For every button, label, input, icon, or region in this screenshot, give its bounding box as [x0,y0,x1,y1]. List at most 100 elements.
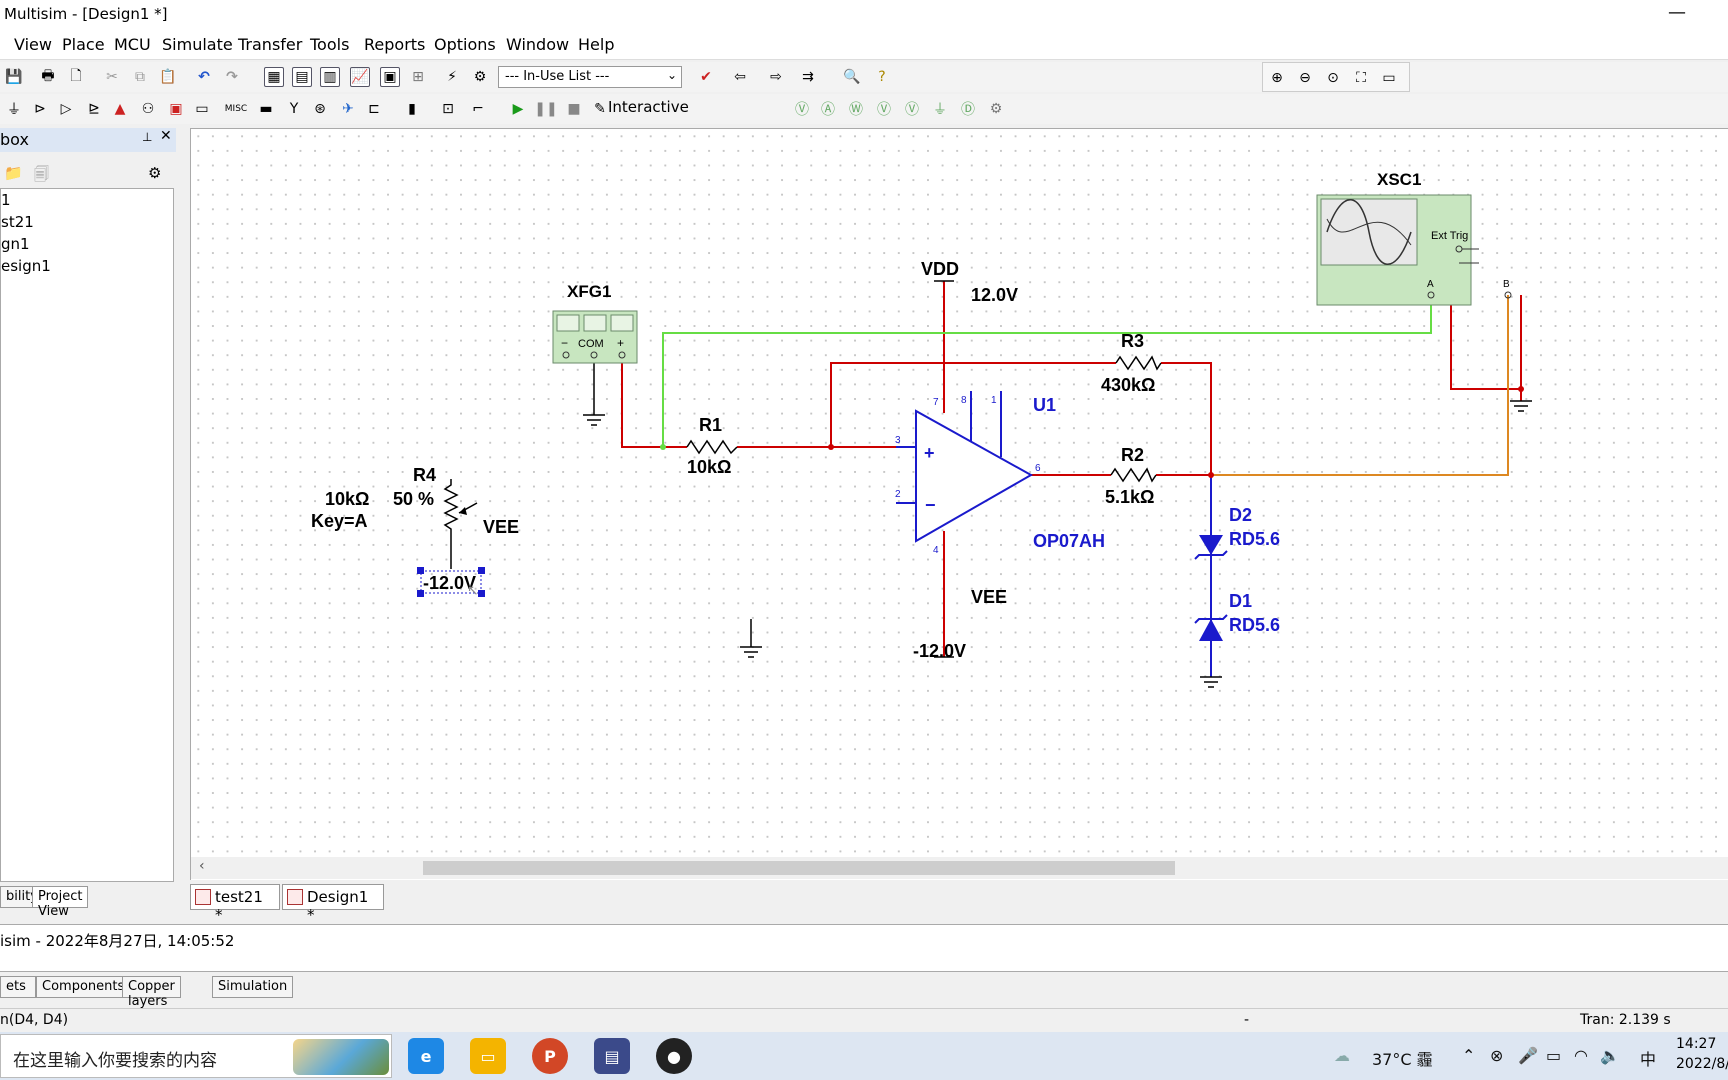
save-icon[interactable]: 💾 [5,69,23,85]
tree-item[interactable]: esign1 [1,257,51,275]
resistor-r2-symbol[interactable] [1110,467,1157,483]
probe-settings-icon[interactable]: ⚙ [989,101,1003,117]
zoom-out-icon[interactable]: ⊖ [1299,70,1311,86]
zoom-in-icon[interactable]: ⊕ [1271,70,1283,86]
powerpoint-icon[interactable]: P [532,1038,568,1074]
digital-probe-icon[interactable]: Ⓓ [961,102,975,118]
grapher-icon[interactable]: 📈 [350,67,370,87]
mcu-icon[interactable]: ✈ [342,101,354,117]
transfer-icon[interactable]: ⇉ [802,69,814,85]
voltage-current-probe-icon[interactable]: Ⓥ [905,102,919,118]
cut-icon[interactable]: ✂ [106,69,118,85]
interactive-mode-label[interactable]: Interactive [608,98,689,116]
menu-simulate[interactable]: Simulate [162,35,233,54]
menu-reports[interactable]: Reports [364,35,426,54]
tree-item[interactable]: gn1 [1,235,30,253]
back-annotate-icon[interactable]: ⇦ [734,69,746,85]
voltage-probe-icon[interactable]: Ⓥ [795,102,809,118]
menu-tools[interactable]: Tools [310,35,350,54]
power-probe-icon[interactable]: Ⓦ [849,102,863,118]
rf-icon[interactable]: Y [289,101,299,117]
menu-window[interactable]: Window [506,35,570,54]
misc-icon[interactable]: MISC [224,104,248,114]
mixed-icon[interactable]: ▭ [195,101,209,117]
database-manager-icon[interactable]: ⚙ [473,69,487,85]
tab-test21[interactable]: test21 * [190,884,280,924]
current-probe-icon[interactable]: Ⓐ [821,102,835,118]
tab-design1[interactable]: Design1 * [282,884,384,924]
hierarchy-icon[interactable]: ⊞ [412,69,424,85]
opamp-symbol[interactable] [915,409,1034,543]
toolbox-options-icon[interactable]: ⚙ [148,164,162,182]
stop-icon[interactable]: ■ [567,101,581,117]
pin-icon[interactable]: ⊥ [142,130,153,144]
menu-options[interactable]: Options [434,35,496,54]
input-method-label[interactable]: 中 [1640,1050,1657,1069]
file-explorer-icon[interactable]: ▭ [470,1038,506,1074]
basic-icon[interactable]: ⊳ [34,101,46,117]
differential-probe-icon[interactable]: Ⓥ [877,102,891,118]
menu-mcu[interactable]: MCU [114,35,151,54]
selected-vee-source[interactable] [420,570,482,594]
connector-icon[interactable]: ⊏ [368,101,380,117]
tab-components[interactable]: Components [36,976,131,998]
wifi-icon[interactable]: ◠ [1574,1046,1588,1065]
taskbar-search[interactable]: 在这里输入你要搜索的内容 [0,1034,392,1078]
taskbar-clock[interactable]: 14:27 2022/8/ [1676,1034,1728,1074]
horizontal-scrollbar[interactable]: ‹ [191,857,1728,879]
pause-icon[interactable]: ❚❚ [534,101,558,117]
wire-output-scope-b[interactable] [1211,295,1509,476]
resistor-r3-symbol[interactable] [1115,355,1162,371]
volume-icon[interactable]: 🔈 [1600,1046,1620,1065]
indicator-icon[interactable]: ▬ [259,101,273,117]
copy-icon[interactable]: ⧉ [135,69,145,85]
ttl-icon[interactable]: ⚇ [141,101,155,117]
tree-item[interactable]: st21 [1,213,34,231]
delete-folder-icon[interactable]: 🗐 [34,165,49,183]
resistor-r1-symbol[interactable] [686,439,738,455]
minimize-button[interactable]: — [1668,2,1686,23]
hierarchical-block-icon[interactable]: ▮ [408,101,416,117]
wire-scope-a-ground[interactable] [1450,295,1522,390]
chevron-up-icon[interactable]: ⌃ [1462,1046,1476,1065]
diode-d2-symbol[interactable] [1199,535,1223,555]
undo-icon[interactable]: ↶ [198,69,210,85]
transistor-icon[interactable]: ⊵ [88,101,100,117]
wire-icon[interactable]: ⌐ [472,101,484,117]
menu-place[interactable]: Place [62,35,105,54]
close-icon[interactable]: ✕ [160,128,172,144]
diode-icon[interactable]: ▷ [60,101,72,117]
battery-icon[interactable]: ▭ [1546,1046,1562,1065]
component-wizard-icon[interactable]: ⚡ [447,69,457,85]
source-icon[interactable]: ⏚ [7,102,21,118]
menu-view[interactable]: View [14,35,52,54]
diode-d1-symbol[interactable] [1199,619,1223,641]
reference-probe-icon[interactable]: ⏚ [933,102,947,118]
print-preview-icon[interactable]: 🗋 [70,68,82,84]
print-icon[interactable]: 🖶 [41,68,55,84]
network-icon[interactable]: ⊗ [1490,1046,1504,1065]
tab-copper-layers[interactable]: Copper layers [122,976,181,1009]
electromechanical-icon[interactable]: ⊛ [314,101,326,117]
analog-icon[interactable]: ▲ [114,101,126,117]
new-folder-icon[interactable]: 📁 [4,164,23,182]
bus-icon[interactable]: ⊡ [442,101,454,117]
spreadsheet-icon[interactable]: ▤ [292,67,312,87]
zoom-sheet-icon[interactable]: ⛶ [1356,70,1366,86]
scrollbar-thumb[interactable] [423,861,1175,875]
help-icon[interactable]: ? [878,69,886,85]
microphone-icon[interactable]: 🎤 [1518,1046,1538,1065]
wire-feedback-r3[interactable] [830,362,1116,447]
tab-nets[interactable]: ets [0,976,36,998]
run-icon[interactable]: ▶ [512,101,524,117]
tab-simulation[interactable]: Simulation [212,976,294,998]
find-examples-icon[interactable]: 🔍 [843,69,861,85]
selection-handles[interactable] [417,567,485,597]
cmos-icon[interactable]: ▣ [169,101,183,117]
erc-icon[interactable]: ✔ [700,69,712,85]
menu-help[interactable]: Help [578,35,615,54]
function-generator-xfg1[interactable] [552,310,638,364]
wire-signal-scope-a[interactable] [662,295,1432,447]
oscilloscope-xsc1[interactable] [1316,194,1512,306]
forward-annotate-icon[interactable]: ⇨ [770,69,782,85]
